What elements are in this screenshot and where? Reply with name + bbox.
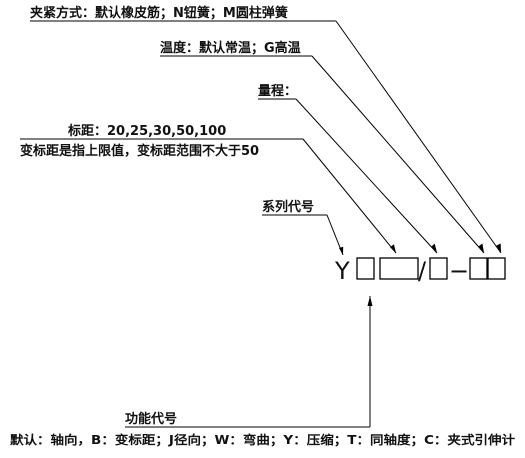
temperature-code-box (469, 257, 488, 280)
gauge-label: 标距：20,25,30,50,100 (67, 123, 226, 139)
range-arrowhead (431, 243, 437, 253)
temperature-leader (160, 55, 485, 254)
temperature-label: 温度：默认常温；G高温 (160, 40, 301, 56)
clamp-label: 夹紧方式：默认橡皮筋；N钮簧；M圆柱弹簧 (30, 5, 288, 21)
clamp-arrowhead (496, 243, 501, 253)
clamp-leader (30, 20, 502, 254)
temperature-arrowhead (478, 243, 484, 253)
gauge-arrowhead (390, 244, 396, 253)
series-leader (262, 214, 344, 256)
function-desc-label: 默认：轴向，B：变标距；J径向；W：弯曲；Y：压缩；T：同轴度；C：夹式引伸计 (10, 432, 515, 447)
gauge-code-box (379, 257, 419, 280)
code-prefix: Y (334, 257, 350, 285)
gauge-leader (20, 138, 397, 254)
function-code-box (356, 257, 375, 280)
code-slash: / (418, 257, 427, 285)
series-label: 系列代号 (262, 199, 314, 215)
range-code-box (429, 257, 448, 280)
range-label: 量程： (258, 84, 297, 99)
clamp-code-box (487, 257, 506, 280)
model-code: Y / − (334, 257, 506, 285)
function-leader (125, 296, 371, 428)
function-arrowhead (367, 296, 373, 306)
gauge-note-label: 变标距是指上限值，变标距范围不大于50 (20, 143, 259, 159)
range-leader (258, 98, 438, 254)
function-title-label: 功能代号 (125, 411, 177, 427)
code-dash: − (449, 257, 469, 285)
series-arrowhead (339, 246, 344, 255)
